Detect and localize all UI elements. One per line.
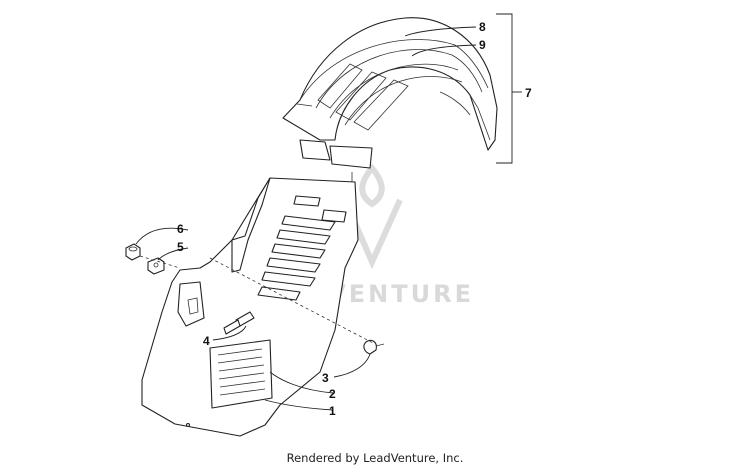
callout-4: 4 xyxy=(203,334,210,348)
leader-lines xyxy=(135,13,522,411)
hardware xyxy=(125,243,385,355)
louver-slots xyxy=(257,215,336,301)
rear-fender-assembly xyxy=(282,17,498,196)
warning-label-decal xyxy=(209,339,273,409)
push-rivet-part-3 xyxy=(363,339,385,355)
callout-7: 7 xyxy=(525,86,532,100)
callout-6: 6 xyxy=(177,222,184,236)
clip-part-5 xyxy=(147,257,165,275)
callout-labels: 1 2 3 4 5 6 7 8 9 xyxy=(177,20,532,418)
nut-part-6 xyxy=(125,243,141,261)
rendered-by-footer: Rendered by LeadVenture, Inc. xyxy=(286,451,464,465)
bolt-part-4 xyxy=(223,311,255,335)
callout-9: 9 xyxy=(479,38,486,52)
callout-5: 5 xyxy=(177,240,184,254)
callout-1: 1 xyxy=(329,404,336,418)
callout-8: 8 xyxy=(479,20,486,34)
callout-2: 2 xyxy=(329,387,336,401)
callout-3: 3 xyxy=(322,371,329,385)
mud-flap-guard xyxy=(141,177,359,437)
